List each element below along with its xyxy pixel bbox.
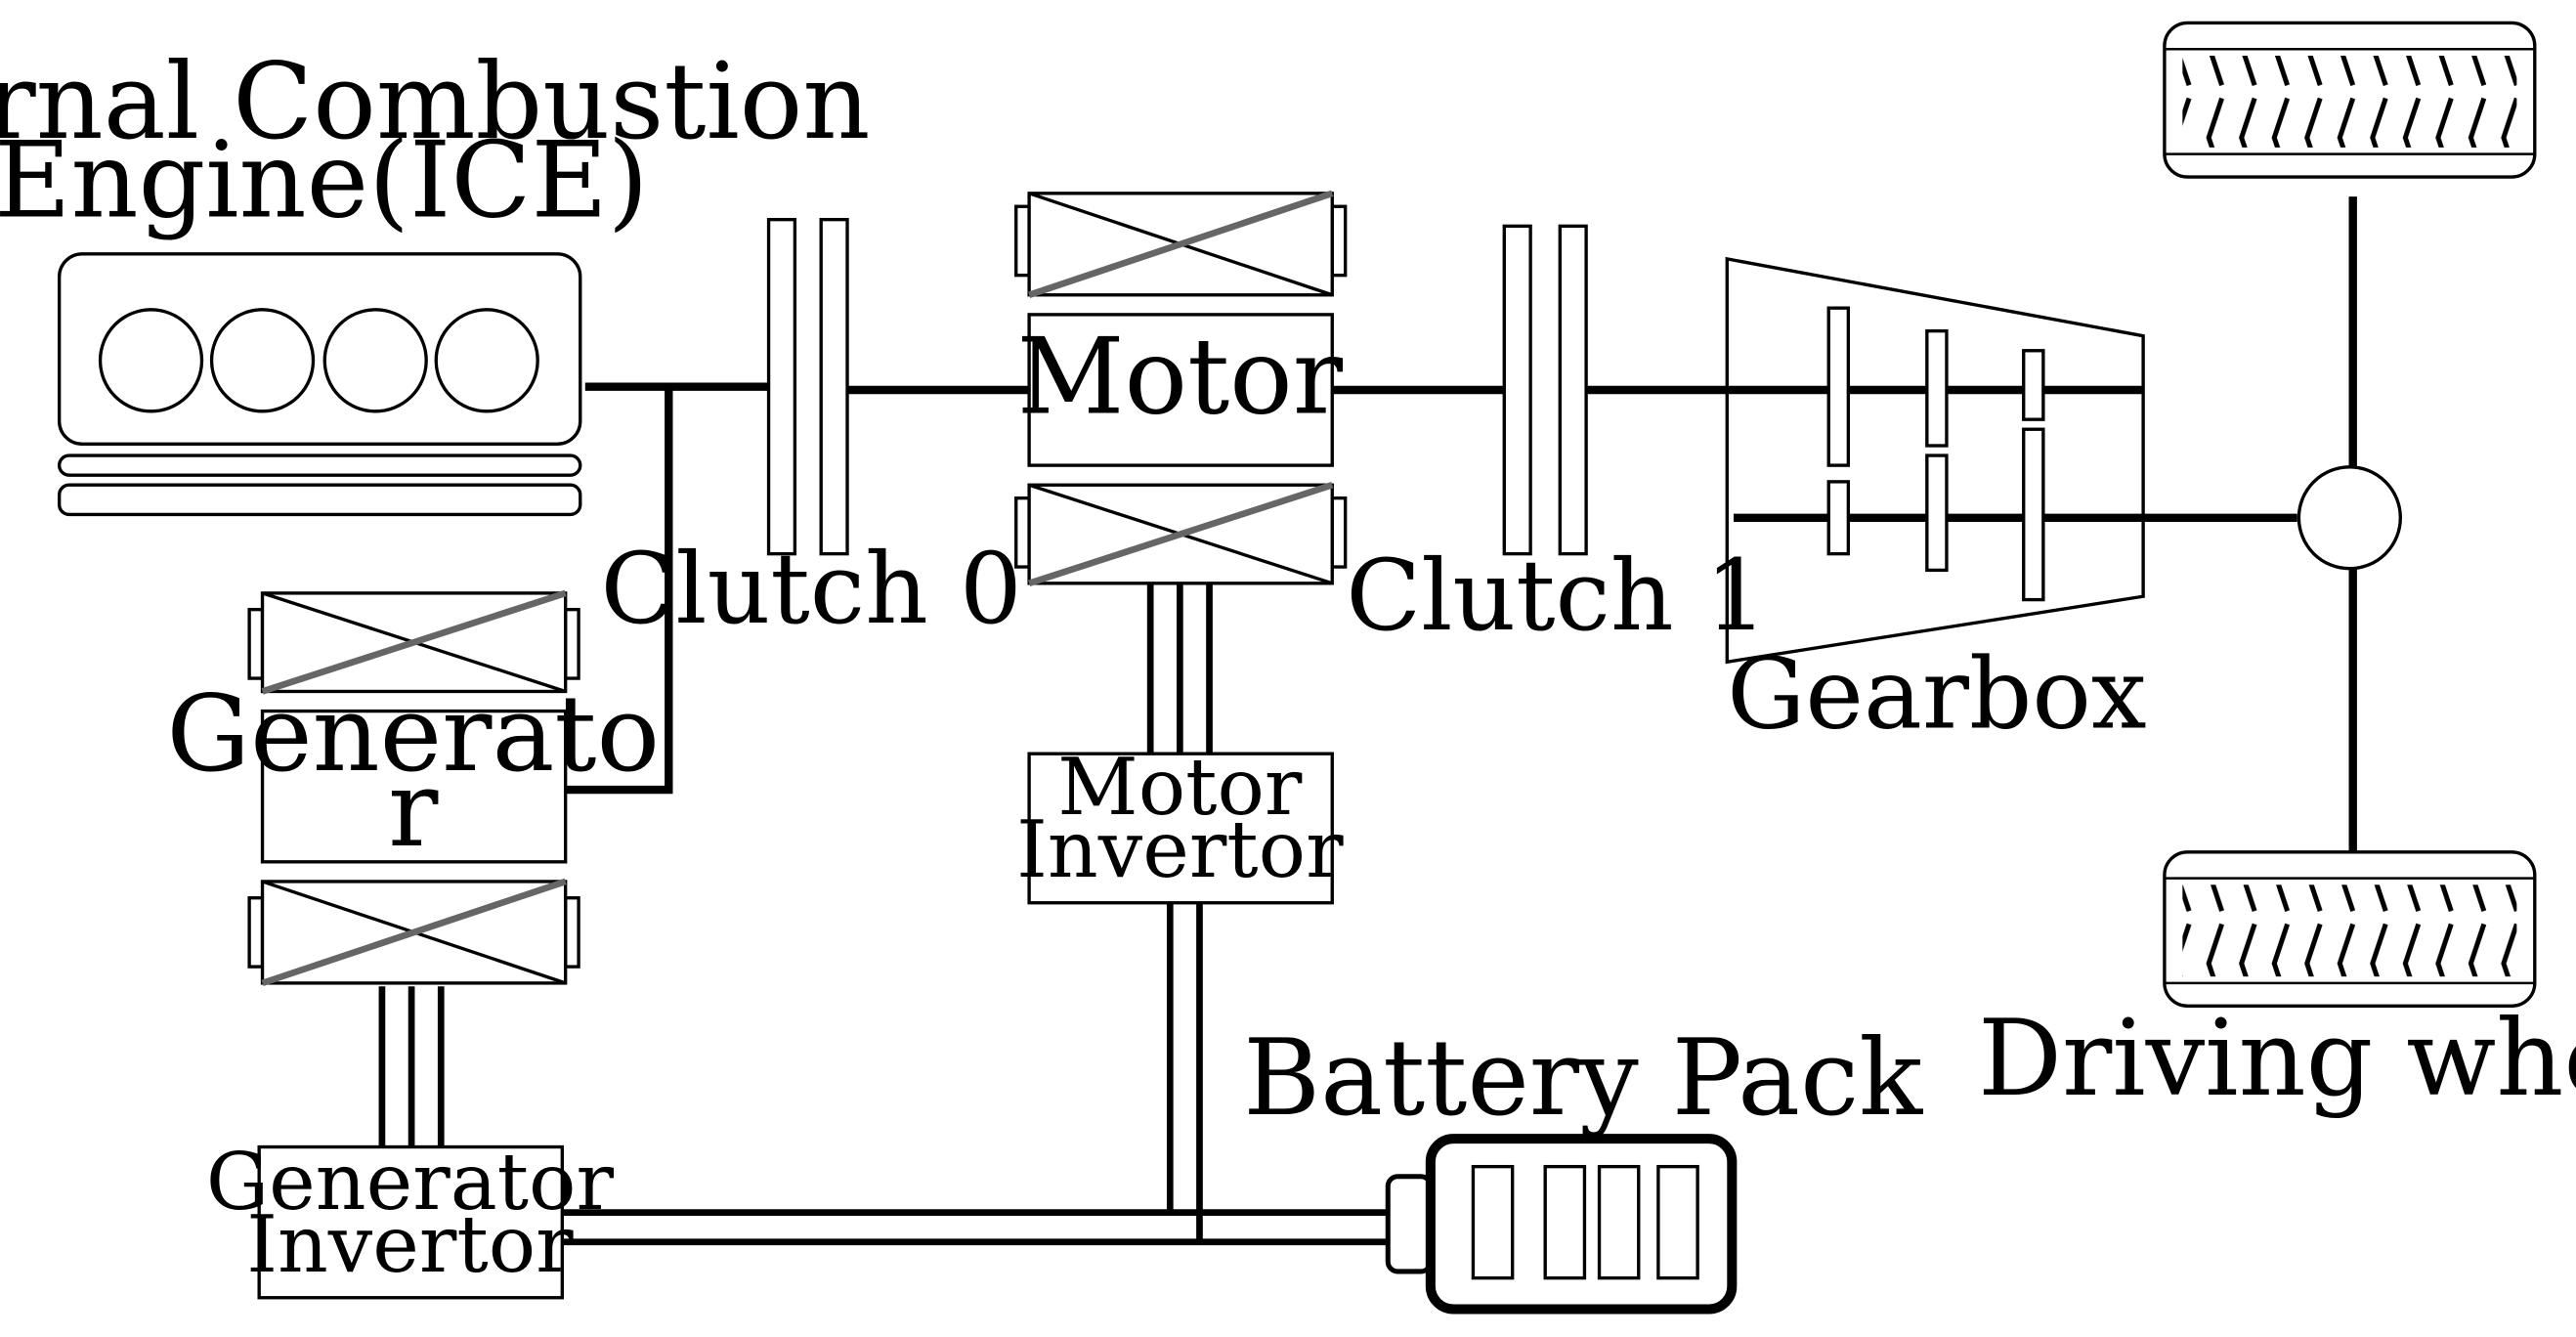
- gearbox-housing: [1725, 256, 2145, 665]
- generator-stator-bottom: [247, 878, 580, 987]
- gear-3-output: [2022, 427, 2045, 602]
- differential: [2297, 465, 2402, 571]
- engine-base-upper: [57, 453, 582, 477]
- electrical-cables: [378, 582, 1389, 1246]
- battery-cell-4: [1656, 1164, 1699, 1280]
- motor-stator-bottom: [1014, 482, 1348, 587]
- gearbox-label: Gearbox: [1727, 636, 2147, 751]
- generator-stator-top: [247, 589, 580, 695]
- driving-wheel-top: [2163, 21, 2537, 179]
- ice-label-line1: Internal Combustion: [0, 41, 870, 163]
- motor-invertor-label-line1: Motor: [1057, 741, 1303, 833]
- cylinder-4: [434, 308, 539, 413]
- gear-pairs: [1826, 306, 2045, 602]
- generator-shaft: [565, 386, 673, 795]
- battery-cell-3: [1597, 1164, 1641, 1280]
- gear-1-input: [1826, 306, 1851, 467]
- driving-wheel-label: Driving wheel: [1978, 998, 2576, 1120]
- generator-invertor-label-line1: Generator: [206, 1136, 615, 1228]
- clutch0-label: Clutch 0: [600, 532, 1021, 646]
- generator-label-line2: r: [388, 749, 439, 871]
- motor-invertor-box: [1027, 752, 1334, 905]
- engine-base-lower: [57, 483, 582, 517]
- battery-terminal: [1385, 1174, 1434, 1274]
- cylinder-1: [98, 308, 204, 413]
- generator-label-line1: Generato: [166, 673, 660, 796]
- motor-stator-top: [1014, 190, 1348, 298]
- motor-label: Motor: [1017, 316, 1344, 438]
- gearbox: [1725, 256, 2145, 665]
- clutch1-label: Clutch 1: [1346, 539, 1767, 653]
- gear-1-output: [1826, 480, 1851, 556]
- gear-2-output: [1925, 453, 1949, 573]
- battery-cell-2: [1543, 1164, 1587, 1280]
- gear-3-input: [2022, 349, 2045, 421]
- clutch-1: [1502, 224, 1588, 556]
- clutch1-plate-right: [1558, 224, 1588, 556]
- generator-invertor-label-line2: Invertor: [246, 1198, 574, 1290]
- generator-invertor-box: [257, 1144, 564, 1300]
- clutch-0: [766, 217, 849, 556]
- gear-2-input: [1925, 328, 1949, 448]
- generator-box: [260, 709, 568, 864]
- clutch0-plate-left: [766, 217, 797, 556]
- battery-pack: [1385, 1134, 1738, 1315]
- internal-combustion-engine: [57, 252, 582, 517]
- battery-pack-label: Battery Pack: [1243, 1017, 1923, 1140]
- motor-invertor-label-line2: Invertor: [1016, 803, 1344, 895]
- battery-cell-1: [1471, 1164, 1515, 1280]
- cylinder-2: [209, 308, 316, 413]
- driving-wheel-bottom: [2163, 850, 2537, 1009]
- motor-box: [1027, 313, 1334, 467]
- ice-label-line2: Engine(ICE): [0, 119, 649, 241]
- clutch0-plate-right: [819, 217, 849, 556]
- clutch1-plate-left: [1502, 224, 1532, 556]
- cylinder-3: [322, 308, 428, 413]
